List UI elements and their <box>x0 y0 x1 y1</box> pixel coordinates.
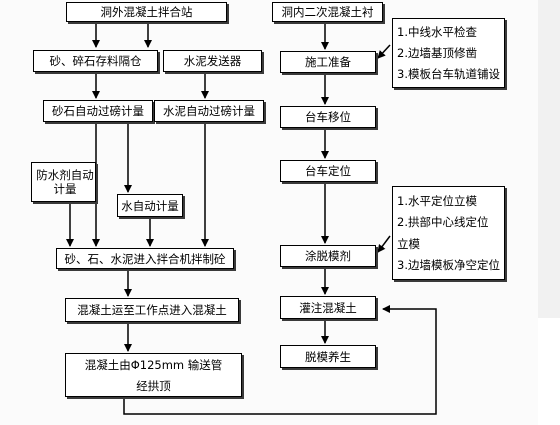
pos-check-item-3: 立模 <box>397 236 420 251</box>
edge-prepcheck-to-prep <box>377 44 391 59</box>
node-transport: 混凝土运至工作点进入混凝土 <box>65 298 239 322</box>
node-pour-concrete: 灌注混凝土 <box>280 296 376 319</box>
prep-check-item-3: 3.模板台车轨道铺设 <box>397 66 500 81</box>
node-mixing-station: 洞外混凝土拌合站 <box>66 2 227 22</box>
node-secondary-lining: 洞内二次混凝土衬 <box>272 2 383 22</box>
pos-check-item-4: 3.边墙模板净空定位 <box>397 258 500 273</box>
node-cement-sender: 水泥发送器 <box>163 50 262 72</box>
edge-poscheck-to-release <box>377 235 391 253</box>
pump-text-line1: 混凝土由Φ125mm 输送管 <box>84 357 223 372</box>
node-position-checklist: 1.水平定位立模 2.拱部中心线定位 立模 3.边墙模板净空定位 <box>392 186 505 280</box>
node-aggregate-silo: 砂、碎石存料隔仓 <box>33 50 158 72</box>
node-pump: 混凝土由Φ125mm 输送管 经拱顶 <box>65 353 242 397</box>
node-construction-prep: 施工准备 <box>280 51 376 73</box>
node-aggregate-weighing: 砂石自动过磅计量 <box>43 100 153 122</box>
edge-pump-to-pour <box>123 305 437 415</box>
pump-text-line2: 经拱顶 <box>136 378 171 393</box>
node-trolley-move: 台车移位 <box>280 106 376 128</box>
node-demold-cure: 脱模养生 <box>280 345 376 368</box>
node-cement-weighing: 水泥自动过磅计量 <box>154 100 264 122</box>
node-waterproof-agent: 防水剂自动计量 <box>31 162 96 202</box>
prep-check-item-1: 1.中线水平检查 <box>397 25 477 40</box>
node-trolley-position: 台车定位 <box>280 160 376 182</box>
node-into-mixer: 砂、石、水泥进入拌合机拌制砼 <box>56 248 234 269</box>
pos-check-item-2: 2.拱部中心线定位 <box>397 215 489 230</box>
pos-check-item-1: 1.水平定位立模 <box>397 193 477 208</box>
node-water-metering: 水自动计量 <box>117 194 183 217</box>
node-release-agent: 涂脱模剂 <box>280 245 376 267</box>
prep-check-item-2: 2.边墙基顶修凿 <box>397 45 477 60</box>
background-strip <box>538 0 560 318</box>
node-prep-checklist: 1.中线水平检查 2.边墙基顶修凿 3.模板台车轨道铺设 <box>392 18 505 88</box>
